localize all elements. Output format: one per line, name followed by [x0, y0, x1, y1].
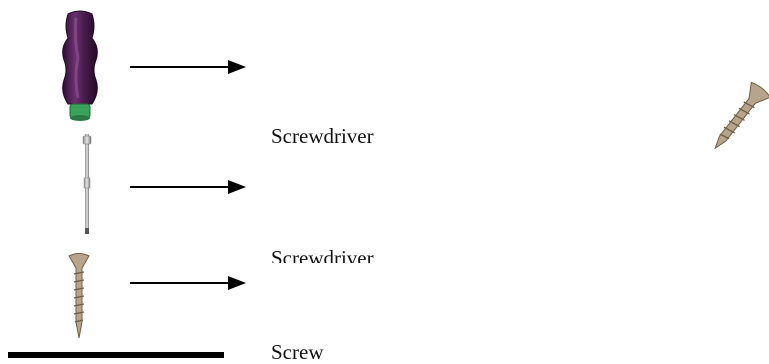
label-screwdriver-clipped: Screwdriver	[271, 248, 374, 263]
label-screw: Screw	[271, 340, 324, 364]
screwdriver-shaft-icon	[82, 134, 92, 234]
arrow-3	[130, 276, 246, 290]
label-screwdriver: Screwdriver	[271, 124, 374, 148]
screw-icon	[68, 253, 90, 339]
screwdriver-handle-icon	[62, 10, 98, 121]
arrow-2	[130, 180, 246, 194]
arrow-1	[130, 60, 246, 74]
screw-large-icon	[714, 81, 769, 150]
bottom-rule	[8, 352, 224, 358]
